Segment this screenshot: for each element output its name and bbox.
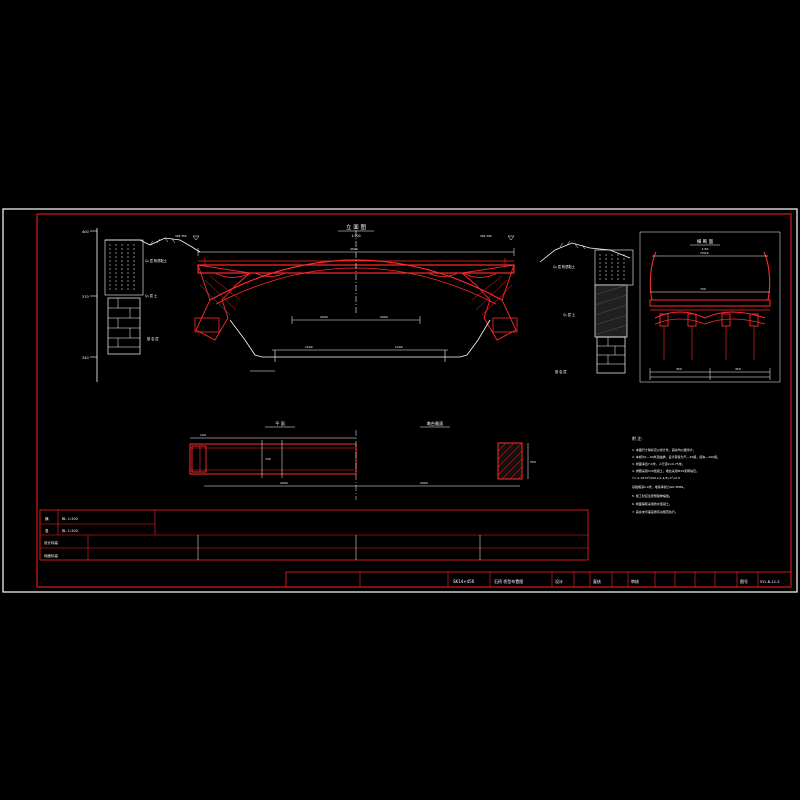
svg-text:2000: 2000 xyxy=(280,481,288,485)
note-line-3: 3. 桥面净宽7.0米，人行道2×0.75米。 xyxy=(632,461,685,466)
scale-row-2-value: 纵: 1:200 xyxy=(62,528,78,533)
scale-row-3-key: 设计标高 xyxy=(44,540,58,545)
svg-text:Q₄ 层 粉质黏土: Q₄ 层 粉质黏土 xyxy=(145,258,168,263)
svg-text:394.390: 394.390 xyxy=(480,234,492,238)
note-line-1: 1. 本图尺寸除标高以米计外，其余均以厘米计。 xyxy=(632,447,696,452)
svg-text:Q₃ 层 土: Q₃ 层 土 xyxy=(563,312,576,317)
notes-heading: 附 注: xyxy=(632,435,643,441)
note-line-4: 4. 拱圈采用C30混凝土，墩台采用M10浆砌块石。 xyxy=(632,468,699,473)
svg-text:450: 450 xyxy=(676,367,682,371)
title-drawing-no-left: SK14+456 xyxy=(453,579,475,584)
svg-text:350: 350 xyxy=(530,460,536,464)
svg-text:Q₄ 层 粉质黏土: Q₄ 层 粉质黏土 xyxy=(553,264,576,269)
scale-row-1-key: 横 xyxy=(45,516,49,521)
scale-table: 横 纵: 1:200 竖 纵: 1:200 设计标高 地面标高 xyxy=(39,509,589,561)
svg-text:1200: 1200 xyxy=(395,345,403,349)
svg-text:2000: 2000 xyxy=(320,315,328,319)
svg-text:700/2: 700/2 xyxy=(700,251,709,255)
title-cell-design: 设计 xyxy=(555,578,563,584)
plan-side-title: 墩台截面 xyxy=(427,420,444,427)
scale-row-1-value: 纵: 1:200 xyxy=(62,516,78,521)
title-cell-review: 审核 xyxy=(631,578,639,584)
notes-block: 附 注: 1. 本图尺寸除标高以米计外，其余均以厘米计。 2. 本桥为1—40米… xyxy=(632,435,720,514)
scale-row-4-key: 地面标高 xyxy=(44,553,58,558)
svg-text:700: 700 xyxy=(700,287,706,291)
section-title: 横 断 面 xyxy=(697,238,714,245)
svg-text:Q₃ 层 土: Q₃ 层 土 xyxy=(145,293,158,298)
svg-text:340: 340 xyxy=(82,356,89,360)
svg-text:4000: 4000 xyxy=(350,247,358,251)
plan-view: 平 面 墩台截面 120 700 2000 2000 xyxy=(189,420,536,500)
title-cell-check: 复核 xyxy=(593,578,601,584)
svg-text:450: 450 xyxy=(735,367,741,371)
elevation-view: 400 370 340 xyxy=(82,223,634,382)
plan-title: 平 面 xyxy=(275,421,285,427)
scale-row-2-key: 竖 xyxy=(45,528,49,533)
svg-text:394.350: 394.350 xyxy=(175,234,187,238)
title-sheet-no: SYL-B-12-3 xyxy=(760,580,780,584)
title-block: SK14+456 石桥 桥型布置图 设计 复核 审核 图号 SYL-B-12-3 xyxy=(285,571,792,588)
elevation-title: 立 面 图 xyxy=(346,223,366,231)
svg-text:基 岩 层: 基 岩 层 xyxy=(555,369,567,374)
svg-text:120: 120 xyxy=(200,433,206,437)
section-scale: 1:50 xyxy=(702,247,709,251)
cross-section-view: 横 断 面 1:50 xyxy=(639,231,781,383)
note-line-2: 2. 本桥为1—40米双曲拱，设计荷载为汽—20级，挂车—100级。 xyxy=(632,454,720,459)
svg-text:基 岩 层: 基 岩 层 xyxy=(147,336,159,341)
title-sheet-label: 图号 xyxy=(740,578,748,584)
note-line-6: 基础埋深2.0米，地基承载力≥0.3MPa。 xyxy=(632,484,686,489)
svg-text:2000: 2000 xyxy=(380,315,388,319)
svg-text:400: 400 xyxy=(82,230,89,234)
note-line-8: 6. 桥面铺装采用防水混凝土。 xyxy=(632,501,672,506)
note-line-7: 5. 施工时应注意预留伸缩缝。 xyxy=(632,493,672,498)
note-line-5: Y=-4.167X²/200+(1.2/3)·X²+0.5 xyxy=(632,476,680,480)
elevation-scale: 1:200 xyxy=(351,234,360,238)
note-line-9: 7. 其余未尽事宜按有关规范执行。 xyxy=(632,509,678,514)
svg-text:700: 700 xyxy=(265,457,271,461)
svg-text:2000: 2000 xyxy=(420,481,428,485)
svg-text:370: 370 xyxy=(82,295,89,299)
outer-frame xyxy=(2,208,798,593)
title-drawing-name: 石桥 桥型布置图 xyxy=(494,578,523,584)
svg-text:1200: 1200 xyxy=(305,345,313,349)
